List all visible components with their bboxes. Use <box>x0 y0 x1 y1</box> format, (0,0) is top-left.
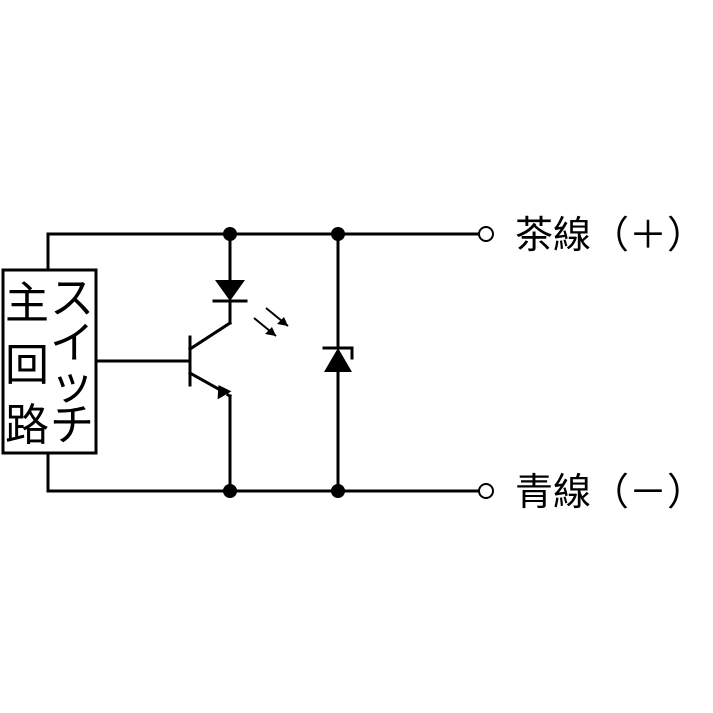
positive-terminal <box>478 226 494 242</box>
box-char-1: 主 <box>5 278 49 329</box>
box-char-6: ッ <box>50 359 94 410</box>
positive-wire-label: 茶線（＋） <box>515 213 705 257</box>
positive-rail <box>46 232 480 272</box>
box-char-4: ス <box>50 273 94 324</box>
negative-terminal <box>478 483 494 499</box>
box-char-3: 路 <box>5 400 49 451</box>
negative-wire-label: 青線（－） <box>515 470 705 514</box>
light-emission-arrows-icon <box>253 307 289 337</box>
negative-rail <box>46 451 480 493</box>
led-symbol <box>212 232 248 325</box>
transistor-symbol <box>94 320 233 493</box>
zener-diode-symbol <box>322 232 354 493</box>
box-char-7: チ <box>50 400 94 451</box>
box-char-5: イ <box>50 318 94 369</box>
box-char-2: 回 <box>5 340 49 391</box>
main-switch-circuit-box <box>1 268 98 455</box>
